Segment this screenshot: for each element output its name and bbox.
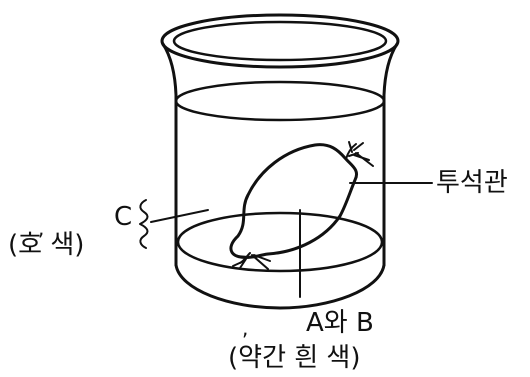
tick-mark-ab: , [242,316,249,340]
beaker-rim-outer [160,13,400,69]
beaker-wall-left [161,42,178,267]
beaker-bottom [174,263,386,310]
bottom-knot-icon [232,252,271,270]
label-region-ab: A와 B [306,308,374,338]
label-dialysis-tube: 투석관 [436,168,508,198]
curly-brace-icon [139,199,149,249]
tick-mark-c: , [38,216,45,240]
beaker-rim-inner [172,20,388,62]
dialysis-tube [229,143,359,259]
label-region-c-note: (호 색) [8,230,85,260]
label-region-c: C [114,202,133,232]
leader-region-c [150,209,209,223]
top-knot-icon [345,141,374,167]
water-surface [174,80,386,122]
label-region-ab-note: (약간 흰 색) [228,343,361,373]
beaker-bottom-inner [176,211,384,273]
beaker-wall-right [382,42,399,267]
